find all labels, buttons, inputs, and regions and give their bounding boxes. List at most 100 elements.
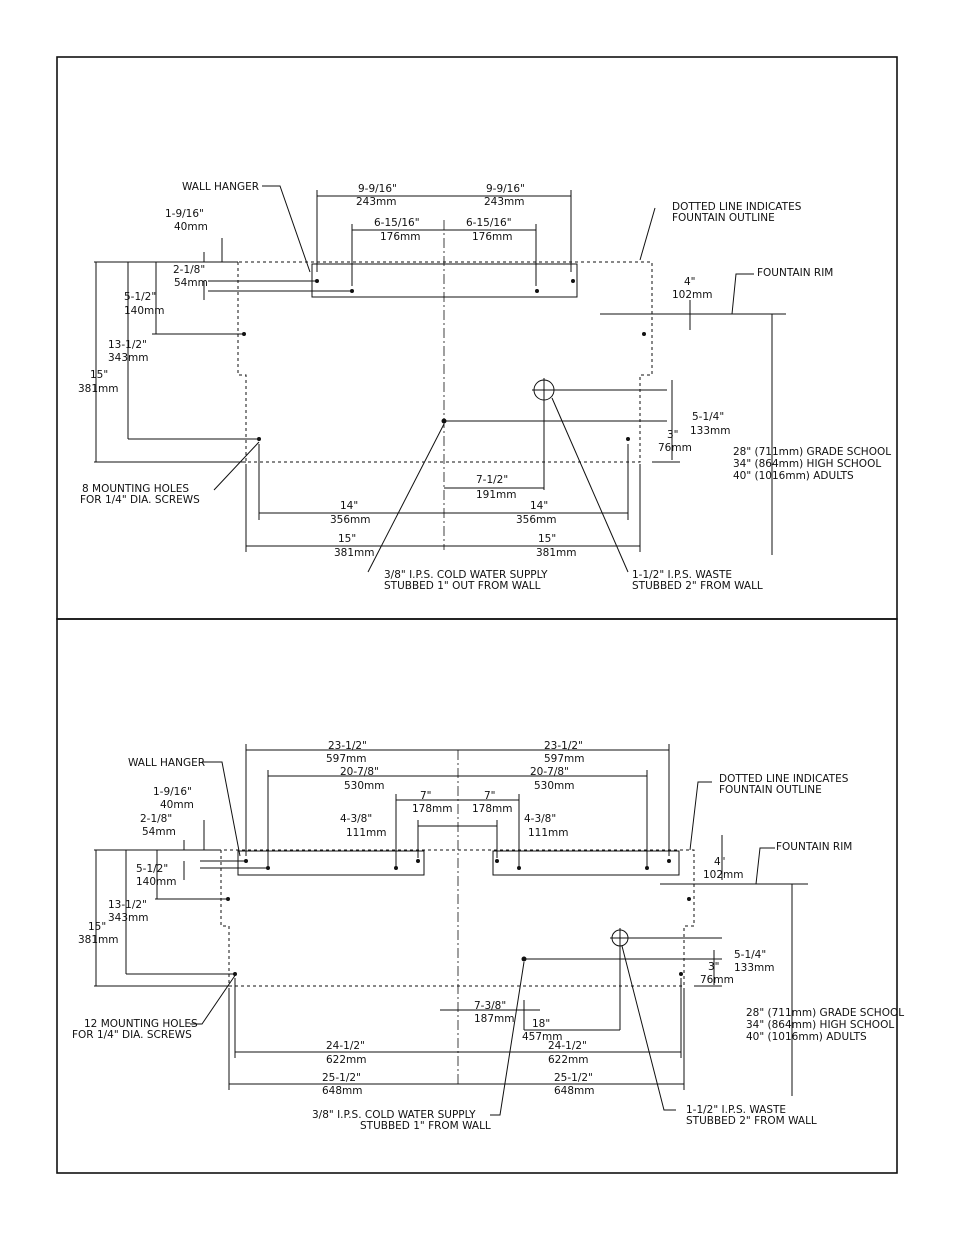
dim-text: 5-1/4" (734, 949, 766, 961)
dim-text: 597mm (326, 753, 367, 765)
top-mounting-hole (626, 437, 630, 441)
dim-text: 648mm (554, 1085, 595, 1097)
mounting-height-text: 40" (1016mm) ADULTS (746, 1031, 867, 1043)
dim-text: 1-9/16" (153, 786, 192, 798)
dim-text: 178mm (472, 803, 513, 815)
dim-text: 24-1/2" (326, 1040, 365, 1052)
dim-text: 111mm (346, 827, 387, 839)
dim-text: 622mm (326, 1054, 367, 1066)
top-hanger-hole (535, 289, 539, 293)
dim-text: 7" (420, 790, 432, 802)
dim-text: 6-15/16" (374, 217, 420, 229)
mounting-height-text: 28" (711mm) GRADE SCHOOL (733, 446, 891, 458)
dim-text: 4" (684, 276, 696, 288)
bottom-mounting-hole (679, 972, 683, 976)
dim-text: 7" (484, 790, 496, 802)
bottom-mounting-hole (687, 897, 691, 901)
dim-text: 102mm (672, 289, 713, 301)
top-fountain-outline (237, 261, 653, 463)
top-mounting-holes-label: FOR 1/4" DIA. SCREWS (80, 494, 200, 506)
dim-text: 9-9/16" (358, 183, 397, 195)
dim-text: 15" (538, 533, 556, 545)
top-dotted-line-label: DOTTED LINE INDICATES (672, 201, 802, 213)
dim-text: 40mm (174, 221, 208, 233)
bottom-diagram: WALL HANGER DOTTED LINE INDICATES FOUNTA… (72, 740, 904, 1132)
dim-text: 25-1/2" (322, 1072, 361, 1084)
bottom-hanger-hole (394, 866, 398, 870)
dim-text: 191mm (476, 489, 517, 501)
bottom-hanger-hole (495, 859, 499, 863)
dim-text: 622mm (548, 1054, 589, 1066)
dim-text: 13-1/2" (108, 899, 147, 911)
mounting-height-text: 28" (711mm) GRADE SCHOOL (746, 1007, 904, 1019)
dim-text: 54mm (174, 277, 208, 289)
bottom-dotted-line-label: DOTTED LINE INDICATES (719, 773, 849, 785)
dim-text: 133mm (690, 425, 731, 437)
dim-text: 5-1/2" (136, 863, 168, 875)
dim-text: 2-1/8" (173, 264, 205, 276)
dim-text: 40mm (160, 799, 194, 811)
dim-text: 3" (667, 429, 679, 441)
top-wall-hanger-label: WALL HANGER (182, 181, 259, 193)
top-supply-label: STUBBED 1" OUT FROM WALL (384, 580, 541, 592)
dim-text: 18" (532, 1018, 550, 1030)
dim-text: 4-3/8" (524, 813, 556, 825)
dim-text: 2-1/8" (140, 813, 172, 825)
dim-text: 381mm (536, 547, 577, 559)
dim-text: 23-1/2" (328, 740, 367, 752)
dim-text: 5-1/2" (124, 291, 156, 303)
dim-text: 140mm (136, 876, 177, 888)
dim-text: 25-1/2" (554, 1072, 593, 1084)
dim-text: 530mm (344, 780, 385, 792)
bottom-mounting-holes-label: FOR 1/4" DIA. SCREWS (72, 1029, 192, 1041)
bottom-wall-hanger-left (237, 850, 425, 876)
dim-text: 14" (340, 500, 358, 512)
dim-text: 6-15/16" (466, 217, 512, 229)
top-hanger-hole (571, 279, 575, 283)
dim-text: 356mm (516, 514, 557, 526)
mounting-height-text: 34" (864mm) HIGH SCHOOL (733, 458, 881, 470)
bottom-hanger-hole (517, 866, 521, 870)
dim-text: 4" (714, 856, 726, 868)
dim-text: 133mm (734, 962, 775, 974)
top-dotted-line-label: FOUNTAIN OUTLINE (672, 212, 775, 224)
dim-text: 14" (530, 500, 548, 512)
dim-text: 15" (90, 369, 108, 381)
dim-text: 76mm (658, 442, 692, 454)
top-supply-label: 3/8" I.P.S. COLD WATER SUPPLY (384, 569, 548, 581)
dim-text: 187mm (474, 1013, 515, 1025)
dim-text: 1-9/16" (165, 208, 204, 220)
bottom-waste-label: STUBBED 2" FROM WALL (686, 1115, 817, 1127)
dim-text: 9-9/16" (486, 183, 525, 195)
bottom-hanger-hole (667, 859, 671, 863)
dim-text: 13-1/2" (108, 339, 147, 351)
dim-text: 102mm (703, 869, 744, 881)
dim-text: 20-7/8" (530, 766, 569, 778)
dim-text: 5-1/4" (692, 411, 724, 423)
dim-text: 15" (338, 533, 356, 545)
dim-text: 140mm (124, 305, 165, 317)
bottom-fountain-rim-label: FOUNTAIN RIM (776, 841, 852, 853)
top-panel-frame (56, 56, 898, 620)
dim-text: 176mm (472, 231, 513, 243)
dim-text: 356mm (330, 514, 371, 526)
bottom-supply-label: STUBBED 1" FROM WALL (360, 1120, 491, 1132)
dim-text: 4-3/8" (340, 813, 372, 825)
dim-text: 648mm (322, 1085, 363, 1097)
top-waste-label: STUBBED 2" FROM WALL (632, 580, 763, 592)
bottom-waste-label: 1-1/2" I.P.S. WASTE (686, 1104, 786, 1116)
dim-text: 457mm (522, 1031, 563, 1043)
bottom-wall-hanger-label: WALL HANGER (128, 757, 205, 769)
dim-text: 381mm (78, 934, 119, 946)
bottom-fountain-outline (220, 849, 695, 987)
dim-text: 343mm (108, 912, 149, 924)
dim-text: 7-1/2" (476, 474, 508, 486)
bottom-dotted-line-label: FOUNTAIN OUTLINE (719, 784, 822, 796)
dim-text: 243mm (484, 196, 525, 208)
bottom-hanger-hole (645, 866, 649, 870)
dim-text: 7-3/8" (474, 1000, 506, 1012)
dim-text: 530mm (534, 780, 575, 792)
dim-text: 76mm (700, 974, 734, 986)
bottom-mounting-holes-label: 12 MOUNTING HOLES (84, 1018, 198, 1030)
